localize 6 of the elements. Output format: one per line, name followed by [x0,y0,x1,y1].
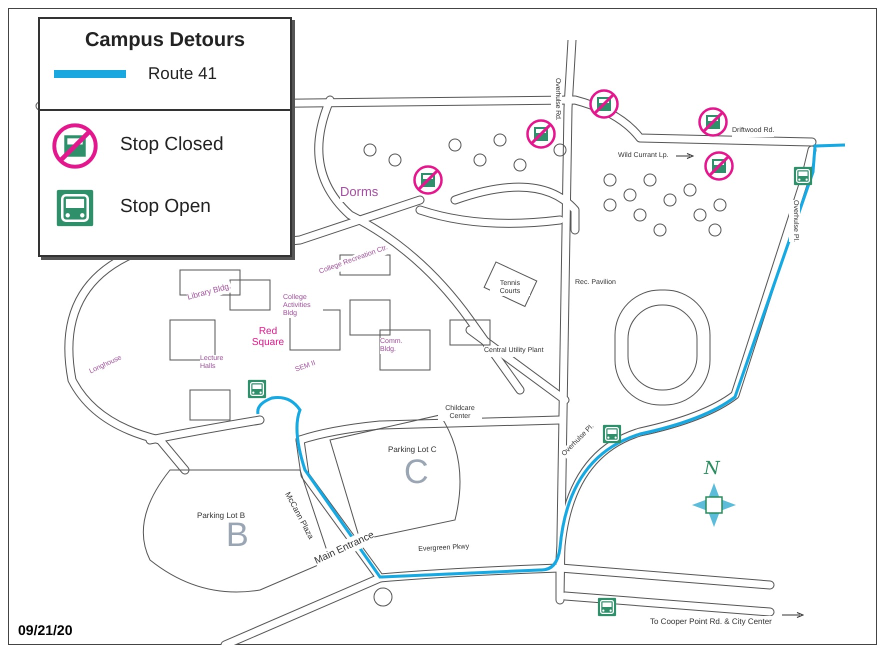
legend-title: Campus Detours [84,28,246,53]
legend-label: Route 41 [148,63,217,85]
legend-label: Stop Open [120,195,211,220]
legend-label: Stop Closed [120,133,224,158]
map-label: Parking Lot C [388,444,436,456]
map-label: To Cooper Point Rd. & City Center [650,616,772,628]
